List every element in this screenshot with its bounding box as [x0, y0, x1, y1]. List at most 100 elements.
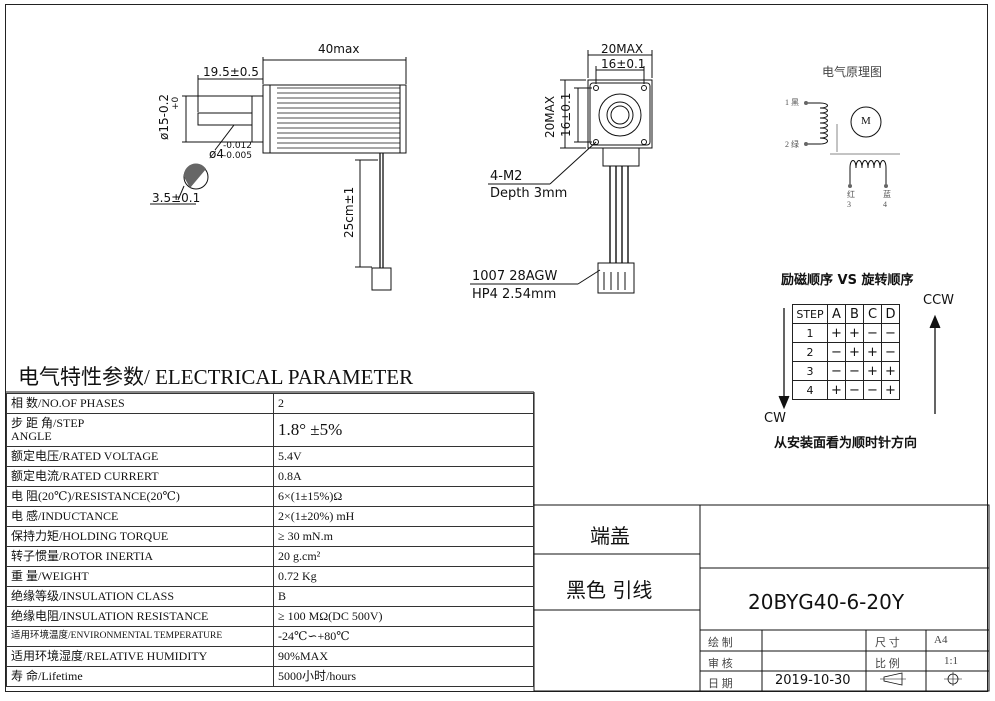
size-label: 尺 寸: [875, 637, 900, 649]
shaft-hatch: [183, 163, 206, 188]
coil-a-icon: [819, 102, 828, 145]
param-key: 绝缘电阻/INSULATION RESISTANCE: [6, 606, 274, 627]
scale-label: 比 例: [875, 658, 900, 670]
sequence-title: 励磁顺序 VS 旋转顺序: [781, 273, 914, 288]
coil-b-icon: [849, 160, 887, 184]
param-key: 重 量/WEIGHT: [6, 566, 274, 587]
end-cap-label: 端盖: [590, 524, 630, 548]
param-value: ≥ 100 MΩ(DC 500V): [273, 606, 534, 627]
table-cell: +: [881, 380, 900, 400]
date-value: 2019-10-30: [775, 673, 851, 688]
motor-letter: M: [861, 115, 871, 127]
table-row: 2 − + + −: [792, 342, 900, 362]
table-cell: −: [827, 342, 846, 362]
param-key: 电 阻(20℃)/RESISTANCE(20℃): [6, 486, 274, 507]
date-label: 日 期: [708, 678, 733, 690]
param-value: 2×(1±20%) mH: [273, 506, 534, 527]
dim-16-side: 16±0.1: [559, 92, 573, 137]
dim-d4-tol-lo: -0.005: [223, 151, 253, 161]
cable-exit: [602, 147, 640, 167]
dim-40max: 40max: [318, 42, 360, 56]
param-key: 适用环境湿度/RELATIVE HUMIDITY: [6, 646, 274, 667]
table-cell: −: [881, 342, 900, 362]
size-value: A4: [934, 634, 948, 646]
pin1-label: 1 黑: [785, 98, 799, 107]
param-value: 0.8A: [273, 466, 534, 487]
table-cell: +: [863, 361, 882, 381]
lead-label: 黑色 引线: [566, 578, 653, 602]
dim-20max-side: 20MAX: [543, 95, 557, 138]
scale-value: 1:1: [944, 655, 959, 667]
dim-25cm: 25cm±1: [342, 186, 356, 238]
step-cell: 4: [792, 380, 828, 400]
step-cell: 2: [792, 342, 828, 362]
table-row: 绝缘电阻/INSULATION RESISTANCE≥ 100 MΩ(DC 50…: [6, 606, 534, 627]
table-cell: +: [845, 342, 864, 362]
motor-fins: [277, 87, 400, 149]
param-value: 20 g.cm²: [273, 546, 534, 567]
motor-boss: [251, 95, 264, 143]
param-key: 相 数/NO.OF PHASES: [6, 393, 274, 414]
param-key: 步 距 角/STEP ANGLE: [6, 413, 274, 447]
param-value: 5000小时/hours: [273, 666, 534, 687]
param-key: 转子惯量/ROTOR INERTIA: [6, 546, 274, 567]
hole-note-2: Depth 3mm: [490, 186, 568, 201]
param-key: 电 感/INDUCTANCE: [6, 506, 274, 527]
dim-d4-tol-up: -0.012: [223, 141, 253, 151]
param-value: 90%MAX: [273, 646, 534, 667]
cw-label: CW: [764, 411, 786, 426]
table-cell: +: [863, 342, 882, 362]
table-cell: −: [863, 323, 882, 343]
params-title: 电气特性参数/ ELECTRICAL PARAMETER: [18, 365, 414, 389]
table-cell: −: [827, 361, 846, 381]
motor-symbol: [850, 106, 882, 138]
param-value: 0.72 Kg: [273, 566, 534, 587]
table-row: STEP A B C D: [792, 304, 900, 324]
table-cell: +: [881, 361, 900, 381]
header-cell: B: [845, 304, 864, 324]
dim-d15-tol: +0: [171, 96, 181, 110]
header-cell: STEP: [792, 304, 828, 324]
table-cell: +: [827, 380, 846, 400]
step-cell: 1: [792, 323, 828, 343]
ccw-label: CCW: [923, 293, 955, 308]
table-row: 1 + + − −: [792, 323, 900, 343]
header-cell: C: [863, 304, 882, 324]
drawing-frame: [5, 4, 988, 692]
param-value: 2: [273, 393, 534, 414]
sequence-footer: 从安装面看为顺时针方向: [774, 436, 918, 451]
table-cell: −: [845, 361, 864, 381]
param-key: 绝缘等级/INSULATION CLASS: [6, 586, 274, 607]
wire-note-2: HP4 2.54mm: [472, 287, 557, 302]
param-value: 1.8° ±5%: [273, 413, 534, 447]
param-value: 6×(1±15%)Ω: [273, 486, 534, 507]
table-row: 电 阻(20℃)/RESISTANCE(20℃)6×(1±15%)Ω: [6, 486, 534, 507]
dim-19-5: 19.5±0.5: [203, 65, 259, 79]
param-key: 额定电压/RATED VOLTAGE: [6, 446, 274, 467]
connector-side: [371, 267, 392, 291]
table-row: 4 + − − +: [792, 380, 900, 400]
param-key: 寿 命/Lifetime: [6, 666, 274, 687]
param-value: 5.4V: [273, 446, 534, 467]
header-cell: D: [881, 304, 900, 324]
step-cell: 3: [792, 361, 828, 381]
table-cell: −: [863, 380, 882, 400]
connector-front: [597, 262, 635, 294]
param-key: 适用环境温度/ENVIRONMENTAL TEMPERATURE: [6, 626, 274, 647]
dim-d4: ø4: [209, 147, 224, 161]
excitation-table: STEP A B C D 1 + + − − 2 − + + − 3 − − +…: [792, 304, 900, 400]
param-key: 额定电流/RATED CURRERT: [6, 466, 274, 487]
param-value: B: [273, 586, 534, 607]
pin3-label: 红 3: [847, 190, 855, 209]
table-row: 3 − − + +: [792, 361, 900, 381]
dim-16-top: 16±0.1: [601, 57, 646, 71]
